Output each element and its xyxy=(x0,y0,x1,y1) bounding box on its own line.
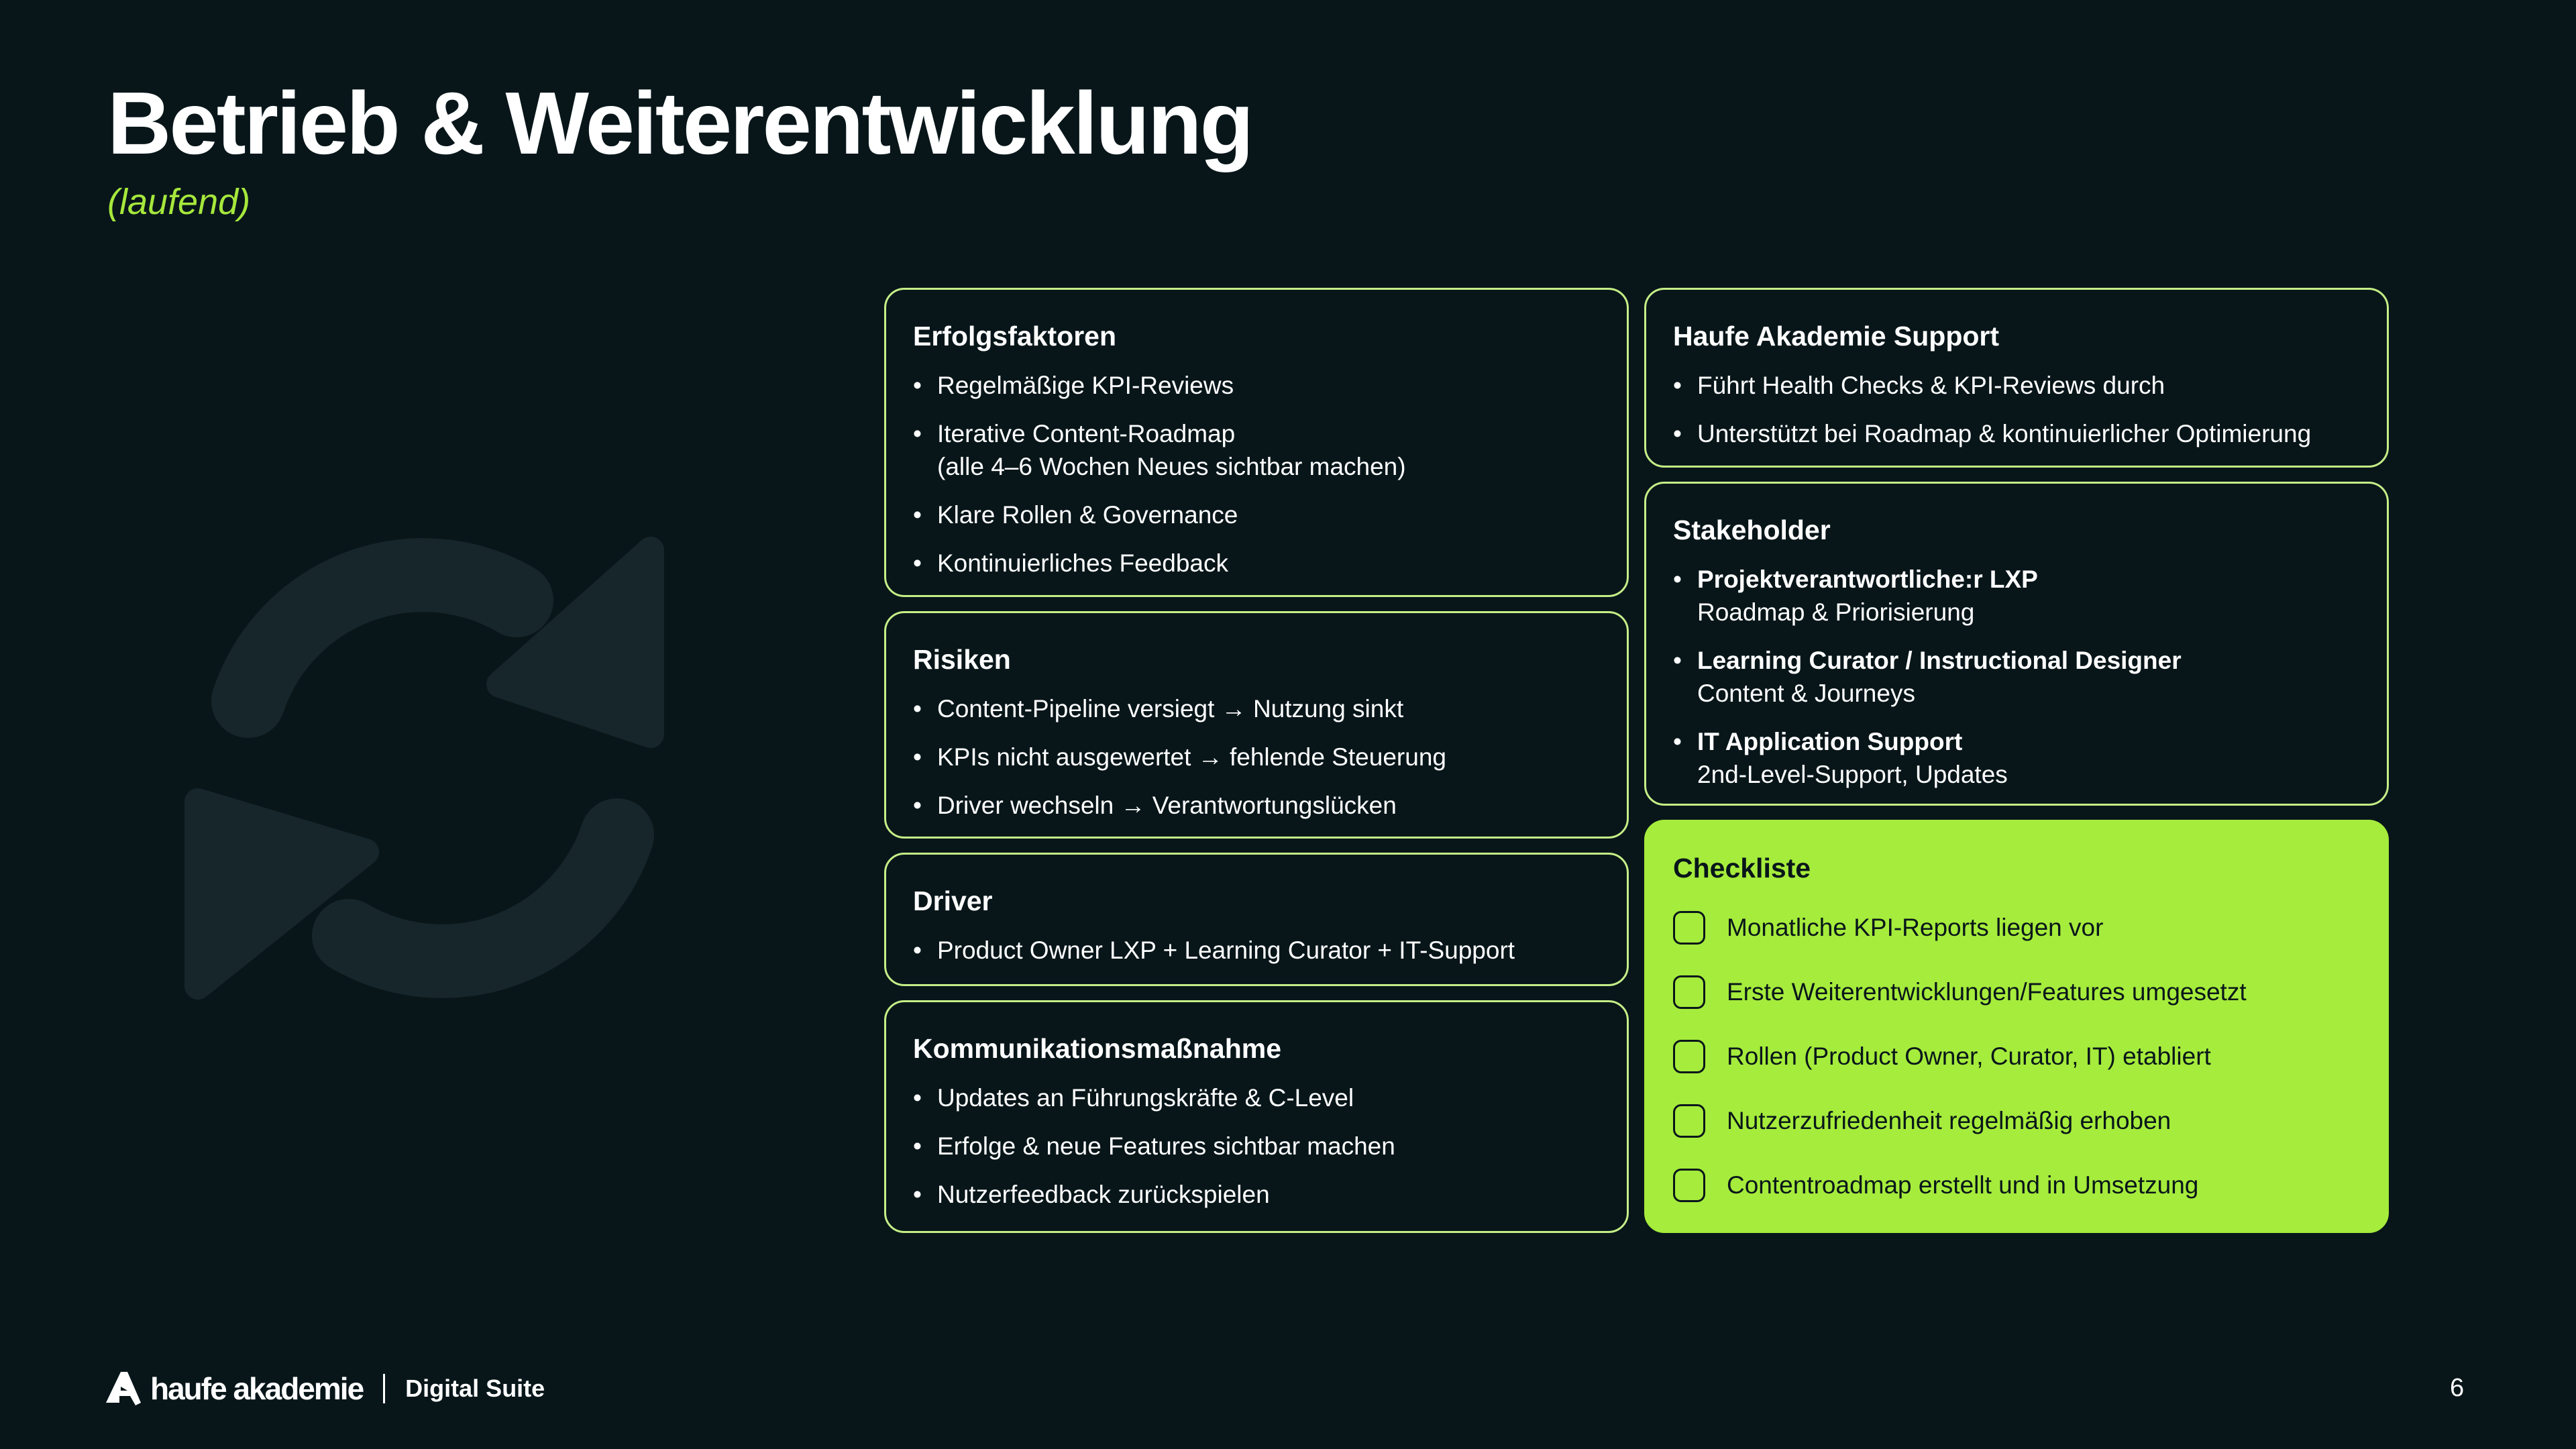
card-driver: Driver Product Owner LXP + Learning Cura… xyxy=(884,853,1629,986)
haufe-logo-icon xyxy=(106,1372,141,1405)
card-title: Haufe Akademie Support xyxy=(1673,321,2000,352)
list-item: Klare Rollen & Governance xyxy=(913,498,1600,531)
list-item: Nutzerfeedback zurückspielen xyxy=(913,1178,1600,1211)
list-item: Unterstützt bei Roadmap & kontinuierlich… xyxy=(1673,417,2360,450)
checkbox[interactable] xyxy=(1673,1169,1705,1202)
list-item: Regelmäßige KPI-Reviews xyxy=(913,369,1600,402)
checklist-item[interactable]: Rollen (Product Owner, Curator, IT) etab… xyxy=(1673,1040,2360,1073)
card-title: Stakeholder xyxy=(1673,515,1831,545)
card-erfolgsfaktoren: Erfolgsfaktoren Regelmäßige KPI-Reviews … xyxy=(884,288,1629,597)
card-title: Kommunikationsmaßnahme xyxy=(913,1033,1282,1064)
card-stakeholder: Stakeholder Projektverantwortliche:r LXP… xyxy=(1644,482,2389,806)
list-item: Iterative Content-Roadmap(alle 4–6 Woche… xyxy=(913,417,1600,483)
checklist-item[interactable]: Nutzerzufriedenheit regelmäßig erhoben xyxy=(1673,1104,2360,1138)
checkbox[interactable] xyxy=(1673,1104,1705,1138)
list-item: Content-Pipeline versiegt → Nutzung sink… xyxy=(913,692,1600,725)
card-title: Erfolgsfaktoren xyxy=(913,321,1116,352)
checkbox[interactable] xyxy=(1673,911,1705,945)
page-title: Betrieb & Weiterentwicklung xyxy=(107,74,1254,172)
checklist-item[interactable]: Contentroadmap erstellt und in Umsetzung xyxy=(1673,1169,2360,1202)
refresh-icon xyxy=(184,537,664,1000)
list-item: Learning Curator / Instructional Designe… xyxy=(1673,644,2360,710)
list-item: Updates an Führungskräfte & C-Level xyxy=(913,1081,1600,1114)
card-checkliste: Checkliste Monatliche KPI-Reports liegen… xyxy=(1644,820,2389,1233)
list-item: Product Owner LXP + Learning Curator + I… xyxy=(913,934,1600,967)
list-item: Erfolge & neue Features sichtbar machen xyxy=(913,1130,1600,1163)
card-title: Driver xyxy=(913,885,993,916)
list-item: IT Application Support2nd-Level-Support,… xyxy=(1673,725,2360,791)
checkbox[interactable] xyxy=(1673,975,1705,1009)
card-kommunikation: Kommunikationsmaßnahme Updates an Führun… xyxy=(884,1000,1629,1233)
list-item: KPIs nicht ausgewertet → fehlende Steuer… xyxy=(913,741,1600,773)
checklist-item[interactable]: Erste Weiterentwicklungen/Features umges… xyxy=(1673,975,2360,1009)
checklist-item[interactable]: Monatliche KPI-Reports liegen vor xyxy=(1673,911,2360,945)
divider xyxy=(383,1374,386,1403)
list-item: Führt Health Checks & KPI-Reviews durch xyxy=(1673,369,2360,402)
checkbox[interactable] xyxy=(1673,1040,1705,1073)
card-risiken: Risiken Content-Pipeline versiegt → Nutz… xyxy=(884,611,1629,839)
card-title: Risiken xyxy=(913,644,1011,675)
list-item: Driver wechseln → Verantwortungslücken xyxy=(913,789,1600,822)
card-title: Checkliste xyxy=(1673,853,1811,883)
page-number: 6 xyxy=(2450,1374,2465,1402)
list-item: Kontinuierliches Feedback xyxy=(913,547,1600,580)
footer-logo: haufe akademie Digital Suite xyxy=(106,1368,545,1409)
card-support: Haufe Akademie Support Führt Health Chec… xyxy=(1644,288,2389,468)
product-name: Digital Suite xyxy=(405,1375,545,1402)
page-subtitle: (laufend) xyxy=(107,182,251,222)
brand-name: haufe akademie xyxy=(150,1371,364,1406)
